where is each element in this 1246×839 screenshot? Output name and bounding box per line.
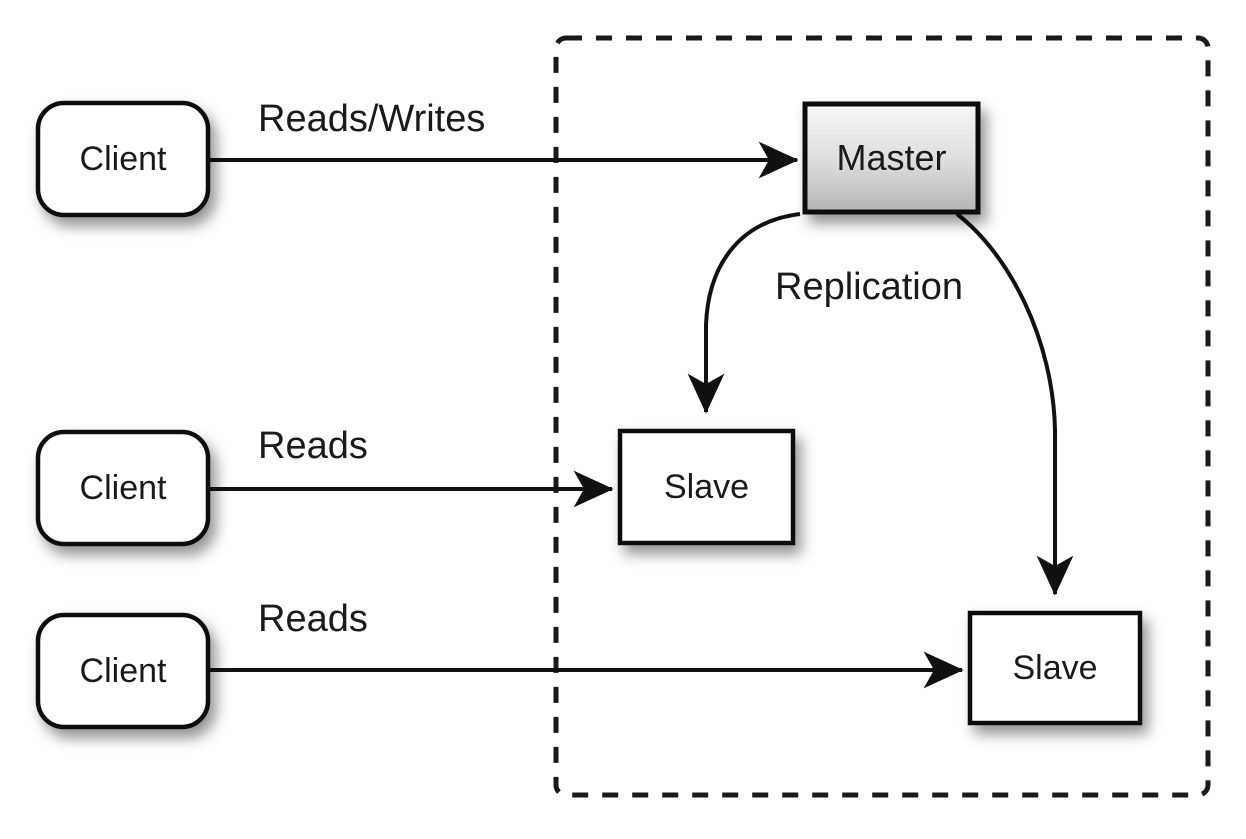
edge-label-reads-writes: Reads/Writes <box>258 98 486 140</box>
edge-master-slave-upper-curve <box>687 212 801 414</box>
node-client-middle[interactable] <box>35 429 211 547</box>
edge-label-reads-middle: Reads <box>258 425 368 467</box>
node-master[interactable] <box>802 101 981 215</box>
node-client-bottom[interactable] <box>35 612 211 730</box>
edge-label-replication: Replication <box>775 266 963 308</box>
edge-label-reads-bottom: Reads <box>258 598 368 640</box>
replication-cluster-boundary <box>553 35 1211 798</box>
node-slave-upper[interactable] <box>617 428 796 546</box>
node-client-top[interactable] <box>35 100 211 218</box>
edge-master-slave-lower-curve <box>955 212 1074 596</box>
node-slave-lower[interactable] <box>967 610 1143 726</box>
